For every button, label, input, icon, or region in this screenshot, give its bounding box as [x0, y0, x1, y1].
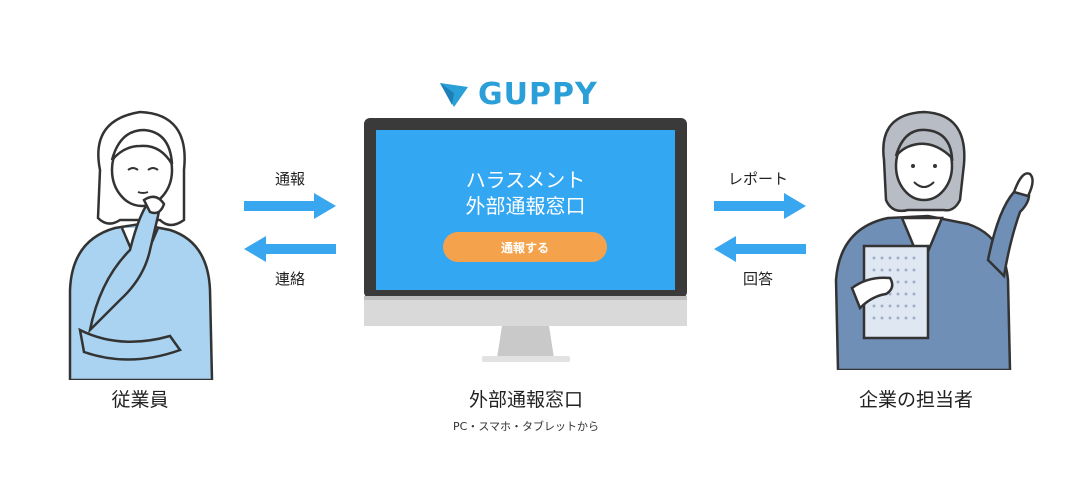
arrow-label-contact: 連絡 [274, 270, 305, 288]
employee-illustration [68, 110, 214, 380]
guppy-logo: GUPPY [438, 74, 618, 114]
arrow-label-answer: 回答 [742, 270, 773, 288]
arrow-left-icon [244, 236, 336, 262]
caption-center-sub: PC・スマホ・タブレットから [453, 420, 599, 433]
arrow-left-icon [714, 236, 806, 262]
fish-logo-icon [440, 83, 468, 107]
caption-company: 企業の担当者 [858, 389, 973, 411]
caption-center: 外部通報窓口 [468, 389, 583, 411]
screen-title-line1: ハラスメント [465, 168, 586, 192]
arrow-label-report: 通報 [274, 170, 305, 188]
report-button[interactable]: 通報する [443, 232, 607, 262]
screen-title-line2: 外部通報窓口 [465, 194, 586, 218]
arrow-label-report-out: レポート [727, 170, 788, 188]
logo-text: GUPPY [478, 76, 598, 112]
caption-employee: 従業員 [111, 389, 169, 411]
arrow-right-icon [244, 193, 336, 219]
arrow-right-icon [714, 193, 806, 219]
company-rep-illustration [834, 110, 1034, 370]
